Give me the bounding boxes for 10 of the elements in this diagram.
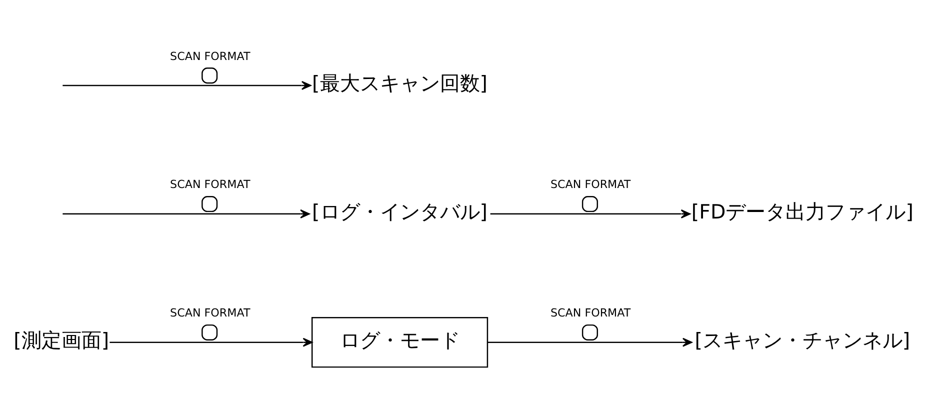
node-text: [FDデータ出力ファイル] — [691, 200, 914, 224]
edge-label: SCAN FORMAT — [170, 306, 250, 320]
edge-label: SCAN FORMAT — [550, 178, 631, 191]
edge-label: SCAN FORMAT — [170, 178, 250, 191]
node-text: [ログ・インタバル] — [312, 200, 488, 224]
edge-label: SCAN FORMAT — [170, 49, 250, 62]
edge-label: SCAN FORMAT — [550, 306, 631, 320]
node-text: [測定画面] — [14, 328, 110, 352]
node-text: [スキャン・チャンネル] — [694, 328, 910, 352]
node-text: [最大スキャン回数] — [312, 72, 488, 95]
